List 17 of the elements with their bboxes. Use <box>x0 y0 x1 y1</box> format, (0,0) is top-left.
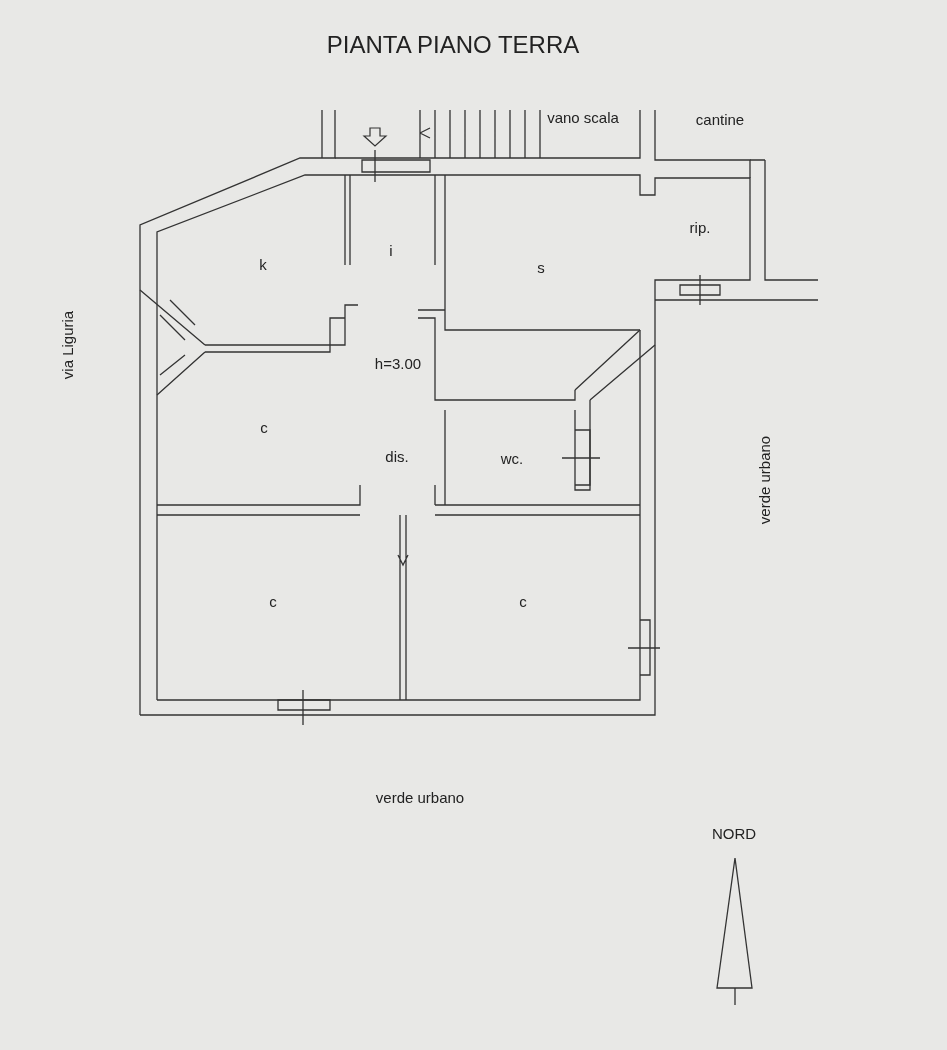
room-label: c <box>260 418 268 436</box>
room-label: dis. <box>385 447 409 465</box>
area-label: verde urbano <box>755 435 773 525</box>
room-label: c <box>519 592 527 610</box>
room-label: c <box>269 592 277 610</box>
room-label: wc. <box>500 449 524 467</box>
street-label: via Liguria <box>58 310 76 380</box>
plan-title: PIANTA PIANO TERRA <box>326 31 580 59</box>
area-label: verde urbano <box>375 788 465 806</box>
room-label: k <box>259 255 267 273</box>
area-label: cantine <box>695 110 745 128</box>
room-label: i <box>389 241 393 259</box>
area-label: vano scala <box>547 108 619 126</box>
room-label: s <box>537 258 545 276</box>
ceiling-height-label: h=3.00 <box>374 354 422 372</box>
compass-label: NORD <box>711 824 757 842</box>
room-label: rip. <box>689 218 711 236</box>
